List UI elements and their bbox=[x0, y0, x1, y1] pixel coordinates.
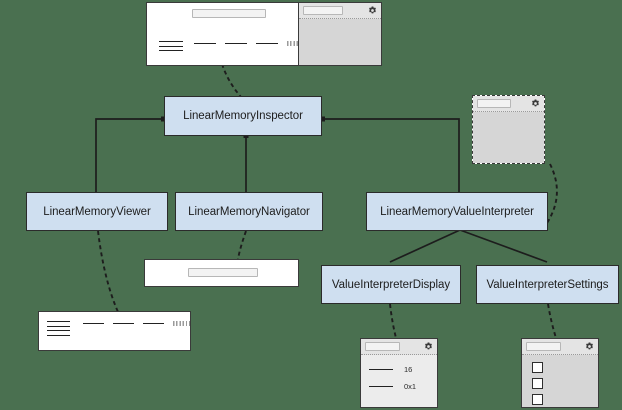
gear-icon[interactable] bbox=[368, 6, 377, 15]
gear-icon[interactable] bbox=[424, 342, 433, 351]
address-input-pill[interactable] bbox=[188, 268, 258, 277]
node-label: ValueInterpreterDisplay bbox=[331, 278, 451, 291]
address-column bbox=[159, 41, 183, 51]
setting-checkbox[interactable] bbox=[532, 362, 543, 373]
panel-body bbox=[522, 355, 598, 407]
toolbar-pill[interactable] bbox=[303, 6, 343, 15]
toolbar-pill[interactable] bbox=[477, 99, 511, 108]
node-label: LinearMemoryValueInterpreter bbox=[380, 205, 534, 218]
node-linear-memory-value-interpreter[interactable]: LinearMemoryValueInterpreter bbox=[366, 192, 548, 231]
address-column bbox=[47, 321, 70, 336]
panel-toolbar bbox=[473, 96, 544, 112]
value-interpreter-screenshot bbox=[472, 95, 545, 164]
gear-icon[interactable] bbox=[531, 99, 540, 108]
node-linear-memory-inspector[interactable]: LinearMemoryInspector bbox=[164, 96, 322, 136]
node-label: LinearMemoryViewer bbox=[43, 205, 151, 218]
panel-toolbar bbox=[361, 339, 437, 355]
panel-body bbox=[473, 112, 544, 163]
value-label: 16 bbox=[404, 365, 413, 374]
toolbar-pill[interactable] bbox=[365, 342, 400, 351]
interpreter-pane bbox=[298, 3, 381, 65]
panel-toolbar bbox=[299, 3, 381, 19]
node-linear-memory-navigator[interactable]: LinearMemoryNavigator bbox=[175, 192, 323, 231]
panel-body bbox=[299, 19, 381, 65]
address-input-pill[interactable] bbox=[192, 9, 266, 18]
value-interpreter-settings-screenshot bbox=[521, 338, 599, 408]
value-row: 16 bbox=[369, 365, 437, 374]
gear-icon[interactable] bbox=[585, 342, 594, 351]
node-value-interpreter-display[interactable]: ValueInterpreterDisplay bbox=[321, 265, 461, 304]
node-label: LinearMemoryNavigator bbox=[188, 205, 310, 218]
ascii-dots bbox=[173, 321, 190, 326]
node-linear-memory-viewer[interactable]: LinearMemoryViewer bbox=[26, 192, 168, 231]
node-label: ValueInterpreterSettings bbox=[486, 278, 609, 291]
panel-body: 16 0x1 bbox=[361, 355, 437, 407]
node-label: LinearMemoryInspector bbox=[183, 110, 303, 122]
panel-toolbar bbox=[522, 339, 598, 355]
full-inspector-screenshot bbox=[146, 2, 382, 66]
memory-pane bbox=[147, 3, 327, 65]
toolbar-pill[interactable] bbox=[526, 342, 561, 351]
setting-checkbox[interactable] bbox=[532, 378, 543, 389]
byte-row bbox=[83, 321, 190, 326]
value-label: 0x1 bbox=[404, 382, 417, 391]
node-value-interpreter-settings[interactable]: ValueInterpreterSettings bbox=[476, 265, 619, 304]
setting-checkbox[interactable] bbox=[532, 394, 543, 405]
viewer-screenshot bbox=[38, 311, 191, 351]
value-row: 0x1 bbox=[369, 382, 437, 391]
value-interpreter-display-screenshot: 16 0x1 bbox=[360, 338, 438, 408]
navigator-screenshot bbox=[144, 259, 299, 287]
